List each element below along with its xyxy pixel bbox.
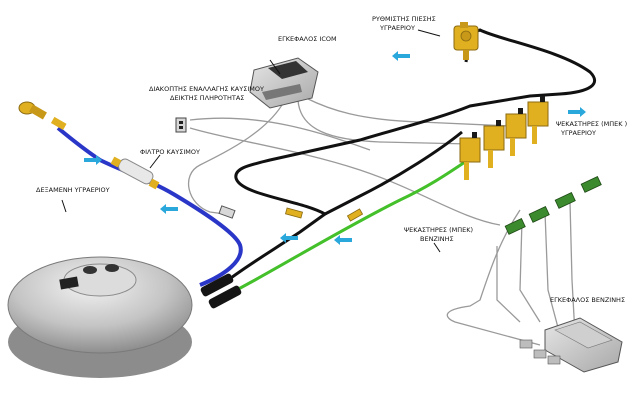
filling-valve [18, 101, 67, 130]
label-lpg-injectors-line1: ΨΕΚΑΣΤΗΡΕΣ (ΜΠΕΚ ) [556, 120, 628, 128]
fuel-switch [175, 117, 187, 133]
return-line-upper [324, 130, 463, 216]
label-pressure-regulator-line1: ΡΥΘΜΙΣΤΗΣ ΠΙΕΣΗΣ [372, 15, 436, 23]
label-switch-line2: ΔΕΙΚΤΗΣ ΠΛΗΡΟΤΗΤΑΣ [170, 94, 245, 102]
lpg-injector-rail [459, 96, 549, 180]
ecu-petrol [519, 317, 623, 373]
label-switch-line1: ΔΙΑΚΟΠΤΗΣ ΕΝΑΛΛΑΓΗΣ ΚΑΥΣΙΜΟΥ [149, 85, 264, 93]
label-pressure-regulator-line2: ΥΓΡΑΕΡΙΟΥ [380, 24, 415, 32]
pressure-regulator [453, 22, 479, 60]
lpg-tank [7, 256, 242, 378]
label-lpg-injectors-line2: ΥΓΡΑΕΡΙΟΥ [561, 129, 596, 137]
label-pointers [61, 29, 441, 253]
inline-connector [218, 205, 236, 219]
label-fuel-filter: ΦΙΛΤΡΟ ΚΑΥΣΙΜΟΥ [140, 148, 200, 156]
return-line [214, 28, 597, 292]
label-petrol-injectors-line2: ΒΕΝΖΙΝΗΣ [420, 235, 454, 243]
fuel-filter [110, 156, 160, 190]
label-lpg-tank: ΔΕΞΑΜΕΝΗ ΥΓΡΑΕΡΙΟΥ [36, 186, 110, 194]
vapour-line [221, 158, 469, 300]
petrol-injectors [504, 176, 602, 235]
supply-line [56, 126, 243, 287]
label-ecu-lpg: ΕΓΚΕΦΑΛΟΣ ICOM [278, 35, 337, 43]
line-fittings [285, 207, 364, 222]
label-petrol-injectors-line1: ΨΕΚΑΣΤΗΡΕΣ (ΜΠΕΚ) [404, 226, 474, 234]
flow-arrows [84, 51, 586, 245]
label-ecu-petrol: ΕΓΚΕΦΑΛΟΣ ΒΕΝΖΙΝΗΣ [550, 296, 626, 304]
ecu-lpg [249, 57, 319, 109]
wiring-harness [188, 97, 576, 346]
